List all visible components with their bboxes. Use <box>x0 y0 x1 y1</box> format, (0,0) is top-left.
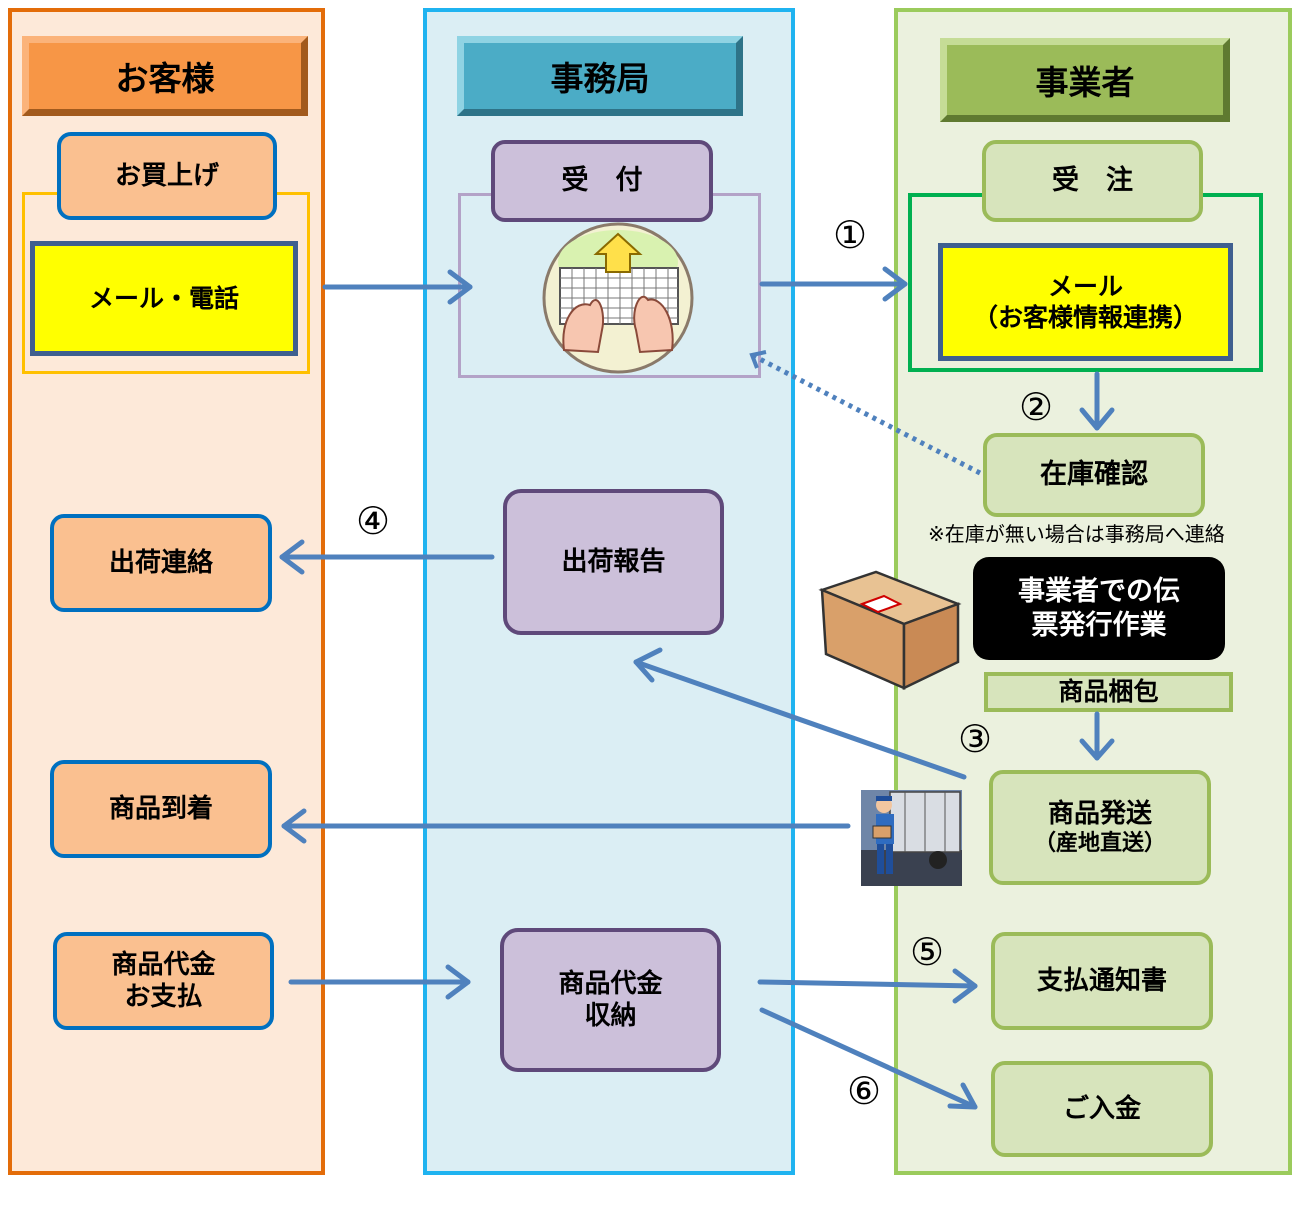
cardboard-box-icon <box>818 570 962 690</box>
step-2: ② <box>1019 385 1054 429</box>
stock-note: ※在庫が無い場合は事務局へ連絡 <box>928 522 1225 546</box>
slip-line2: 票発行作業 <box>1031 609 1167 641</box>
payment-box: 商品代金 お支払 <box>53 932 274 1030</box>
purchase-box: お買上げ <box>57 132 277 220</box>
mail-phone-box: メール・電話 <box>30 241 298 356</box>
slip-line1: 事業者での伝 <box>1018 575 1180 607</box>
vendor-header: 事業者 <box>940 38 1230 122</box>
arrow-collection-to-notice <box>757 979 978 989</box>
deposit-box: ご入金 <box>991 1061 1213 1157</box>
office-header: 事務局 <box>457 36 743 116</box>
ship-line1: 商品発送 <box>1047 798 1152 829</box>
collection-box: 商品代金 収納 <box>500 928 721 1072</box>
vendor-mail-line1: メール <box>1047 271 1123 301</box>
stock-check-box: 在庫確認 <box>983 433 1205 517</box>
order-box: 受 注 <box>982 140 1203 222</box>
step-3: ③ <box>958 717 993 761</box>
payment-line2: お支払 <box>124 982 203 1012</box>
ship-line2: （産地直送） <box>1033 831 1166 856</box>
shipping-notice-box: 出荷連絡 <box>50 514 272 612</box>
shipping-report-box: 出荷報告 <box>503 489 724 635</box>
arrow-ship-to-report <box>633 659 967 780</box>
payment-notice-box: 支払通知書 <box>991 932 1213 1030</box>
payment-line1: 商品代金 <box>111 949 216 980</box>
collection-line2: 収納 <box>584 1001 637 1031</box>
slip-issue-box: 事業者での伝 票発行作業 <box>973 557 1225 660</box>
vendor-mail-box: メール （お客様情報連携） <box>938 243 1233 361</box>
keyboard-hands-icon <box>542 222 694 374</box>
reception-box: 受 付 <box>491 140 713 222</box>
customer-header: お客様 <box>22 36 308 116</box>
vendor-mail-line2: （お客様情報連携） <box>972 303 1198 332</box>
collection-line1: 商品代金 <box>558 968 663 999</box>
step-5: ⑤ <box>910 930 945 974</box>
packing-box: 商品梱包 <box>984 672 1233 712</box>
step-6: ⑥ <box>847 1069 882 1113</box>
step-4: ④ <box>356 499 391 543</box>
arrival-box: 商品到着 <box>50 760 272 858</box>
step-1: ① <box>833 213 868 257</box>
arrow-stock-to-reception-dotted <box>749 350 982 476</box>
delivery-worker-icon <box>861 790 962 886</box>
arrow-collection-to-deposit <box>759 1007 978 1110</box>
ship-box: 商品発送 （産地直送） <box>989 770 1211 885</box>
